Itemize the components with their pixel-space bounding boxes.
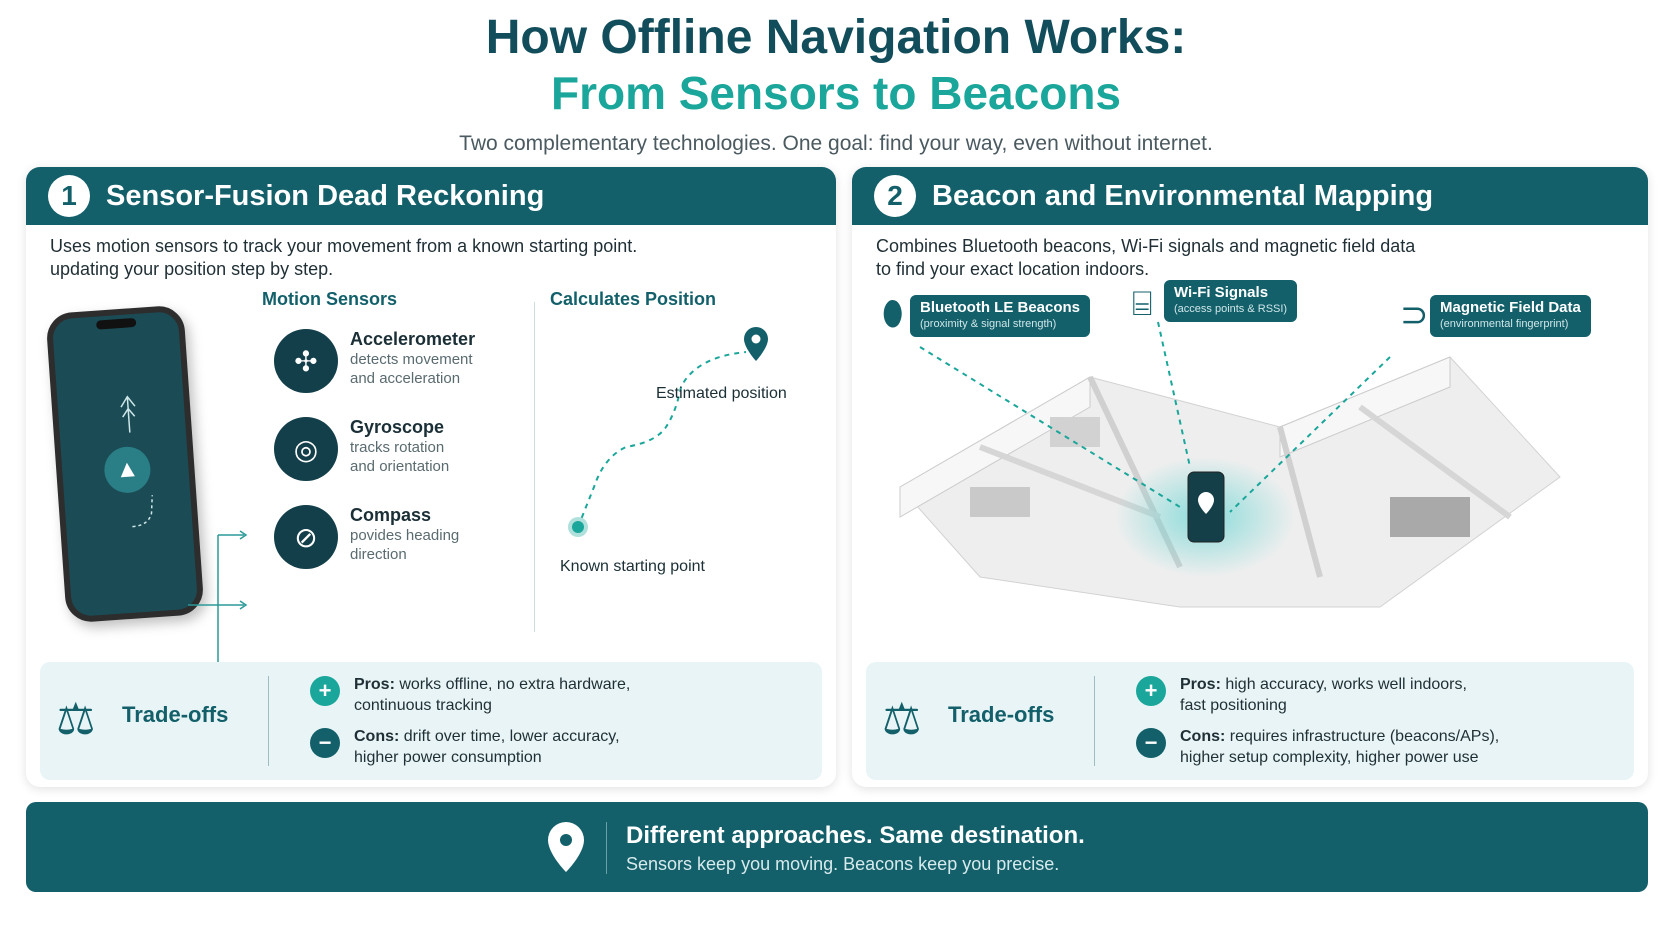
location-pin-icon [744, 327, 768, 361]
start-point-dot [572, 521, 584, 533]
sensor-desc: povides heading [350, 527, 460, 544]
pros-label: Pros: [354, 676, 395, 693]
footer-title: Different approaches. Same destination. [626, 822, 1085, 849]
cons-label: Cons: [1180, 728, 1226, 745]
sensor-name: Compass [350, 505, 432, 525]
location-pin-icon [548, 822, 584, 872]
bluetooth-tag: Bluetooth LE Beacons (proximity & signal… [910, 295, 1091, 337]
step-number-badge: 2 [874, 175, 916, 217]
tag-subtitle: (proximity & signal strength) [920, 318, 1057, 330]
cons-row: − Cons: requires infrastructure (beacons… [1136, 726, 1600, 768]
cons-text: drift over time, lower accuracy, [399, 728, 620, 745]
sensor-gyroscope: ◎ Gyroscope tracks rotation and orientat… [274, 417, 490, 481]
pros-text: works offline, no extra hardware, [394, 676, 631, 693]
tradeoffs-label: Trade-offs [948, 702, 1055, 727]
floorplan-illustration [899, 321, 1561, 608]
page-title: How Offline Navigation Works: [485, 11, 1187, 64]
sensor-name: Accelerometer [350, 329, 476, 349]
panel-description: Uses motion sensors to track your moveme… [50, 235, 750, 281]
panel-title: Sensor-Fusion Dead Reckoning [106, 179, 545, 212]
tag-subtitle: (environmental fingerprint) [1440, 318, 1569, 330]
cons-row: − Cons: drift over time, lower accuracy,… [310, 726, 774, 768]
panel-header: 2 Beacon and Environmental Mapping [852, 167, 1648, 225]
sensor-desc: tracks rotation [350, 439, 445, 456]
page-subtitle: Two complementary technologies. One goal… [459, 132, 1213, 155]
sensor-name: Gyroscope [350, 417, 445, 437]
footer-divider [606, 822, 607, 874]
tag-title: Wi-Fi Signals [1174, 284, 1269, 301]
desc-line: updating your position step by step. [50, 259, 334, 279]
magnetic-tag: Magnetic Field Data (environmental finge… [1430, 295, 1591, 337]
footer-subtitle: Sensors keep you moving. Beacons keep yo… [626, 854, 1060, 874]
pros-text: fast positioning [1180, 697, 1287, 714]
sensor-desc: and orientation [350, 458, 450, 475]
cons-text: requires infrastructure (beacons/APs), [1225, 728, 1500, 745]
pros-text: continuous tracking [354, 697, 492, 714]
north-arrow-icon [120, 395, 136, 433]
smartphone-illustration: ▲ [45, 304, 205, 624]
tradeoffs-label: Trade-offs [122, 702, 229, 727]
beacon-mapping-panel: 2 Beacon and Environmental Mapping Combi… [852, 167, 1648, 787]
panel-title: Beacon and Environmental Mapping [932, 179, 1434, 212]
tag-title: Bluetooth LE Beacons [920, 299, 1081, 316]
balance-scale-icon: ⚖ [882, 695, 922, 744]
gyroscope-icon: ◎ [274, 417, 338, 481]
sensor-accelerometer: ✣ Accelerometer detects movement and acc… [274, 329, 490, 393]
panel-description: Combines Bluetooth beacons, Wi-Fi signal… [876, 235, 1576, 281]
plus-icon: + [310, 676, 340, 706]
tag-subtitle: (access points & RSSI) [1174, 303, 1288, 315]
pros-row: + Pros: works offline, no extra hardware… [310, 674, 774, 716]
phone-location-icon [1187, 471, 1225, 543]
minus-icon: − [1136, 728, 1166, 758]
desc-line: to find your exact location indoors. [876, 259, 1150, 279]
axes-icon: ✣ [274, 329, 338, 393]
position-path-diagram [568, 327, 768, 537]
minus-icon: − [310, 728, 340, 758]
cons-text: higher power consumption [354, 749, 542, 766]
phone-notch [95, 317, 137, 330]
navigation-arrow-icon: ▲ [102, 445, 152, 495]
motion-sensors-label: Motion Sensors [262, 289, 398, 309]
compass-icon: ⊘ [274, 505, 338, 569]
phone-path-icon [132, 495, 153, 528]
cons-text: higher setup complexity, higher power us… [1180, 749, 1479, 766]
tradeoffs-divider [268, 676, 269, 766]
pros-row: + Pros: high accuracy, works well indoor… [1136, 674, 1600, 716]
balance-scale-icon: ⚖ [56, 695, 96, 744]
sensor-desc: and acceleration [350, 370, 461, 387]
plus-icon: + [1136, 676, 1166, 706]
pros-text: high accuracy, works well indoors, [1220, 676, 1467, 693]
pros-label: Pros: [1180, 676, 1221, 693]
desc-line: Uses motion sensors to track your moveme… [50, 236, 638, 256]
tradeoffs-divider [1094, 676, 1095, 766]
tag-title: Magnetic Field Data [1440, 299, 1581, 316]
page-title-highlight: From Sensors to Beacons [550, 67, 1122, 119]
dead-reckoning-panel: 1 Sensor-Fusion Dead Reckoning Uses moti… [26, 167, 836, 787]
tradeoffs-box: ⚖ Trade-offs + Pros: works offline, no e… [40, 662, 822, 780]
bluetooth-beacon-icon: ⬮ [882, 295, 904, 333]
cons-label: Cons: [354, 728, 400, 745]
wifi-router-icon: ⌸ [1132, 285, 1153, 323]
page-header: How Offline Navigation Works: From Senso… [0, 10, 1672, 156]
sensor-compass: ⊘ Compass povides heading direction [274, 505, 490, 569]
tradeoffs-box: ⚖ Trade-offs + Pros: high accuracy, work… [866, 662, 1634, 780]
desc-line: Combines Bluetooth beacons, Wi-Fi signal… [876, 236, 1416, 256]
magnet-icon: ⊃ [1400, 296, 1429, 334]
wifi-tag: Wi-Fi Signals (access points & RSSI) [1164, 280, 1298, 322]
estimated-position-label: Estimated position [656, 385, 787, 402]
sensor-desc: direction [350, 546, 407, 563]
footer-banner: Different approaches. Same destination. … [26, 802, 1648, 892]
sensor-desc: detects movement [350, 351, 473, 368]
panel-header: 1 Sensor-Fusion Dead Reckoning [26, 167, 836, 225]
calculates-position-label: Calculates Position [550, 289, 717, 309]
step-number-badge: 1 [48, 175, 90, 217]
column-divider [534, 302, 535, 632]
start-point-label: Known starting point [560, 558, 705, 575]
